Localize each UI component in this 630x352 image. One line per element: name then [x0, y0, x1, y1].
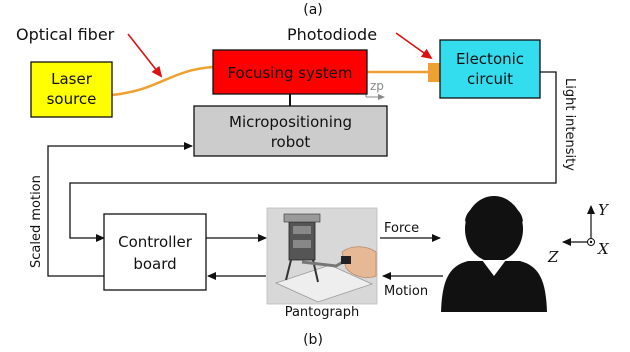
caption-bottom: (b): [303, 332, 323, 348]
light-intensity-path: [69, 71, 557, 242]
axis-y-label: Y: [598, 201, 610, 219]
photodiode-label: Photodiode: [287, 25, 377, 44]
caption-top: (a): [303, 2, 323, 18]
controller-board-box: [103, 213, 207, 291]
pantograph-image: [266, 207, 378, 305]
photodiode-shape: [428, 63, 440, 82]
controller-board-label-line2: board: [133, 255, 176, 273]
optical-fiber-pointer-arrow: [127, 33, 163, 78]
motion-label: Motion: [384, 284, 428, 299]
operator-icon: [441, 196, 547, 312]
coordinate-axes-icon: [562, 205, 595, 246]
focusing-system-box: [212, 49, 368, 95]
photodiode-pointer-arrow: [395, 32, 433, 60]
scaled-motion-label: Scaled motion: [29, 175, 44, 268]
zp-label: zp: [370, 79, 384, 93]
light-intensity-label: Light intensity: [562, 78, 577, 171]
axis-x-label: X: [597, 240, 610, 258]
laser-source-box: [30, 61, 113, 118]
optical-fiber-line: [111, 65, 214, 97]
optical-fiber-label: Optical fiber: [16, 25, 115, 44]
electronic-circuit-box: [439, 39, 541, 99]
micropositioning-robot-box: [193, 105, 388, 157]
controller-board-label-line1: Controller: [118, 233, 193, 251]
electronic-circuit-label-line2: circuit: [467, 70, 513, 88]
focusing-system-label: Focusing system: [227, 64, 352, 82]
pantograph-label: Pantograph: [285, 305, 360, 320]
micropositioning-robot-label-line2: robot: [271, 133, 311, 151]
micropositioning-robot-label-line1: Micropositioning: [229, 113, 352, 131]
laser-source-label-line1: Laser: [51, 70, 93, 88]
laser-source-label-line2: source: [47, 90, 97, 108]
axis-z-label: Z: [547, 248, 559, 266]
scaled-motion-path: [47, 142, 193, 277]
force-label: Force: [384, 221, 419, 236]
electronic-circuit-label-line1: Electonic: [456, 50, 524, 68]
